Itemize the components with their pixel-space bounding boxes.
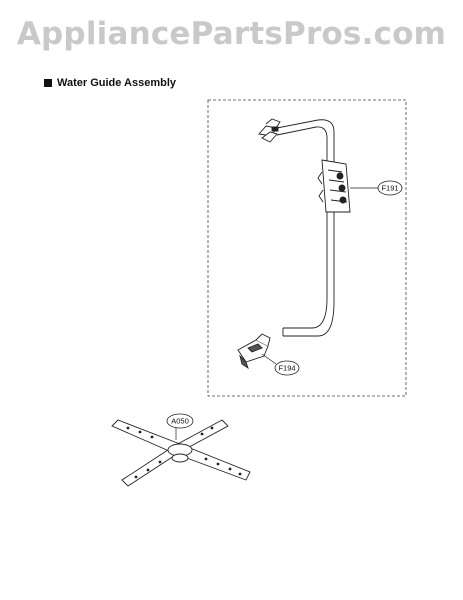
water-guide-tube-part: [258, 118, 351, 337]
callout-a050-label: A050: [171, 417, 189, 426]
leader-line-f194: [261, 353, 277, 365]
assembly-boundary: [207, 99, 407, 397]
watermark-text: AppliancePartsPros.com: [16, 16, 447, 52]
section-title: Water Guide Assembly: [44, 77, 176, 89]
callout-f191-label: F191: [381, 184, 398, 193]
callout-f191: F191: [377, 180, 403, 196]
bracket-part: [237, 333, 271, 370]
callout-f194: F194: [274, 360, 300, 376]
callout-a050: A050: [166, 413, 194, 429]
spray-arm-part: [111, 419, 251, 487]
bullet-square-icon: [44, 79, 52, 87]
section-title-label: Water Guide Assembly: [57, 77, 176, 89]
callout-f194-label: F194: [278, 364, 295, 373]
